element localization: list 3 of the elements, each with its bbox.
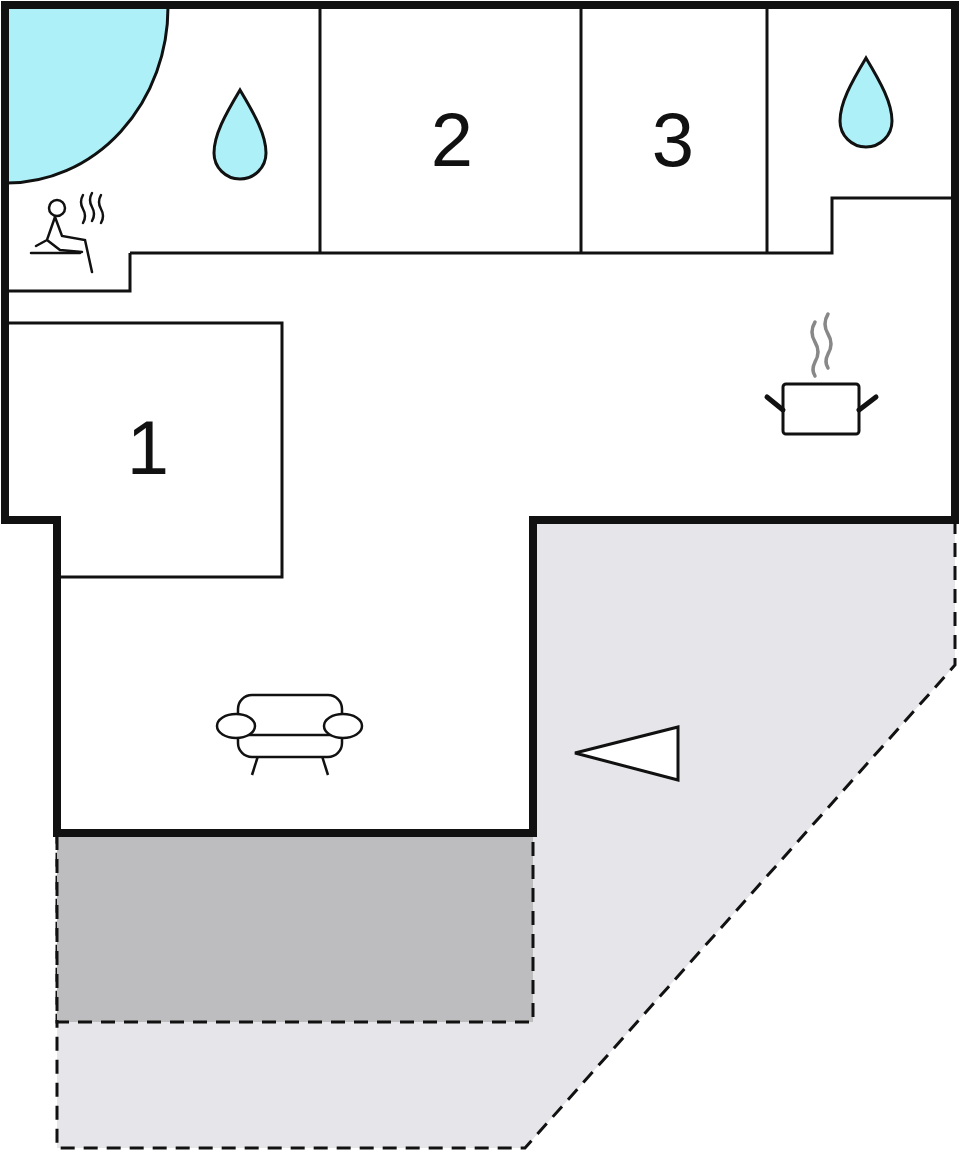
room-number: 1: [126, 410, 170, 486]
room-number: 3: [651, 102, 695, 178]
room-number: 2: [430, 102, 474, 178]
